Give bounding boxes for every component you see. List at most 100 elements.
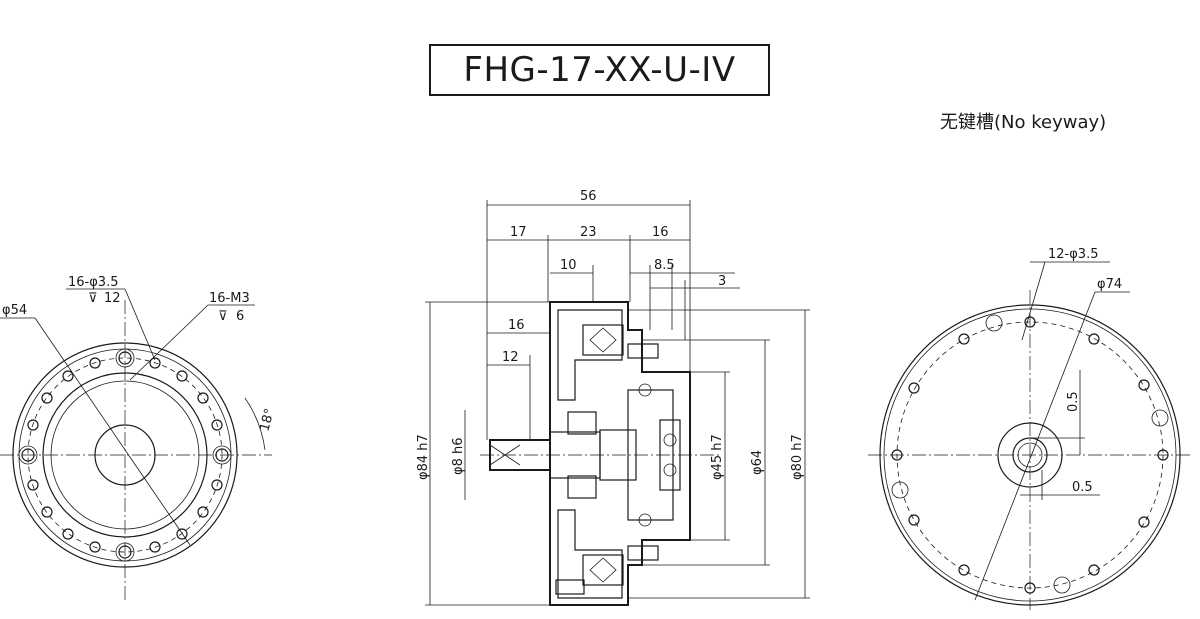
cam-ball <box>663 433 677 447</box>
right-bore <box>1017 442 1043 468</box>
right-view: 12-φ3.5 φ74 0.5 0.5 <box>868 247 1190 610</box>
dim-phi45: φ45 h7 <box>710 434 725 480</box>
threads-depth-symbol: ⊽ <box>218 309 228 324</box>
dim-16-left: 16 <box>508 318 525 333</box>
left-view: φ54 16-φ3.5 ⊽ 12 16-M3 ⊽ 6 18° <box>0 275 278 600</box>
dim-56: 56 <box>580 189 597 204</box>
lower-roller <box>589 557 617 583</box>
left-hole <box>27 419 39 431</box>
right-tapped-hole <box>985 314 1003 332</box>
left-hole <box>62 370 74 382</box>
pcd-leader <box>974 291 1096 601</box>
right-tapped-hole <box>891 481 909 499</box>
dia54-leader <box>34 317 191 546</box>
threads-leader <box>129 304 209 381</box>
left-hole <box>211 419 223 431</box>
right-offset-v: 0.5 <box>1066 391 1081 412</box>
drawing-title: FHG-17-XX-U-IV <box>429 44 770 96</box>
left-counterbore <box>115 542 135 562</box>
shaft-flat <box>489 444 521 466</box>
left-hole <box>41 392 53 404</box>
right-outer-chamfer <box>883 308 1177 602</box>
right-pcd-circle <box>896 321 1164 589</box>
dim-10: 10 <box>560 258 577 273</box>
left-inner-ring <box>50 380 200 530</box>
left-hole <box>118 351 132 365</box>
housing-outline <box>549 301 691 606</box>
upper-bearing-cavity <box>557 309 623 401</box>
right-pcd-label: φ74 <box>1097 277 1122 292</box>
right-hole <box>1157 449 1169 461</box>
left-hole <box>149 357 161 369</box>
inner-ball-bottom <box>638 513 652 527</box>
holes-leader <box>124 288 156 361</box>
right-tapped-hole <box>1151 409 1169 427</box>
left-hole <box>215 448 229 462</box>
cam-bearing <box>659 419 681 491</box>
keyway-note: 无键槽(No keyway) <box>940 112 1107 133</box>
left-hole <box>197 392 209 404</box>
dim-phi80: φ80 h7 <box>790 434 805 480</box>
inner-ball-top <box>638 383 652 397</box>
right-hole <box>958 333 970 345</box>
dim-3: 3 <box>718 274 726 289</box>
right-offset-h: 0.5 <box>1072 480 1093 495</box>
dim-16-top: 16 <box>652 225 669 240</box>
right-hole <box>908 382 920 394</box>
left-hole <box>197 506 209 518</box>
input-bearing-bottom <box>567 475 597 499</box>
holes-depth-symbol: ⊽ <box>88 291 98 306</box>
holes-label: 16-φ3.5 <box>68 275 118 290</box>
left-counterbore <box>212 445 232 465</box>
dim-phi64: φ64 <box>750 450 765 475</box>
left-hole <box>62 528 74 540</box>
left-shaft-bore <box>94 424 156 486</box>
right-outer-circle <box>879 304 1181 606</box>
right-hole <box>891 449 903 461</box>
left-hole <box>118 545 132 559</box>
right-holes-label: 12-φ3.5 <box>1048 247 1098 262</box>
left-hole <box>41 506 53 518</box>
left-hole <box>27 479 39 491</box>
left-flange-circle <box>42 372 208 538</box>
left-counterbore <box>18 445 38 465</box>
upper-bearing <box>582 324 624 356</box>
right-tapped-hole <box>1053 576 1071 594</box>
wave-generator <box>627 389 674 521</box>
shaft-shoulder <box>549 431 601 479</box>
dim-phi8: φ8 h6 <box>451 438 466 476</box>
dim-phi84: φ84 h7 <box>416 434 431 480</box>
upper-screw <box>627 343 659 359</box>
left-hole <box>89 357 101 369</box>
right-hole <box>1024 582 1036 594</box>
upper-roller <box>589 327 617 353</box>
dim-17: 17 <box>510 225 527 240</box>
right-hole <box>1138 516 1150 528</box>
right-hub <box>997 422 1063 488</box>
threads-label: 16-M3 <box>209 291 250 306</box>
input-bearing-top <box>567 411 597 435</box>
right-holes <box>891 314 1169 594</box>
right-hole <box>1088 564 1100 576</box>
left-outer-circle <box>12 342 238 568</box>
lower-bearing-cavity <box>557 509 623 599</box>
right-hole <box>908 514 920 526</box>
lower-bearing <box>582 554 624 586</box>
left-hole <box>21 448 35 462</box>
right-hole <box>1138 379 1150 391</box>
bottom-screw <box>555 579 585 595</box>
dim-12-left: 12 <box>502 350 519 365</box>
left-bolt-holes <box>21 351 229 559</box>
dim-8.5: 8.5 <box>654 258 675 273</box>
dia54-label: φ54 <box>2 303 27 318</box>
holes-depth-label: 12 <box>104 291 121 306</box>
left-counterbore <box>115 348 135 368</box>
left-hole <box>89 541 101 553</box>
angle-label: 18° <box>257 407 277 433</box>
left-pcd-circle <box>27 357 223 553</box>
angle-arc <box>244 397 266 451</box>
left-hole <box>176 528 188 540</box>
right-hole <box>1088 333 1100 345</box>
holes-leader <box>1021 261 1046 341</box>
